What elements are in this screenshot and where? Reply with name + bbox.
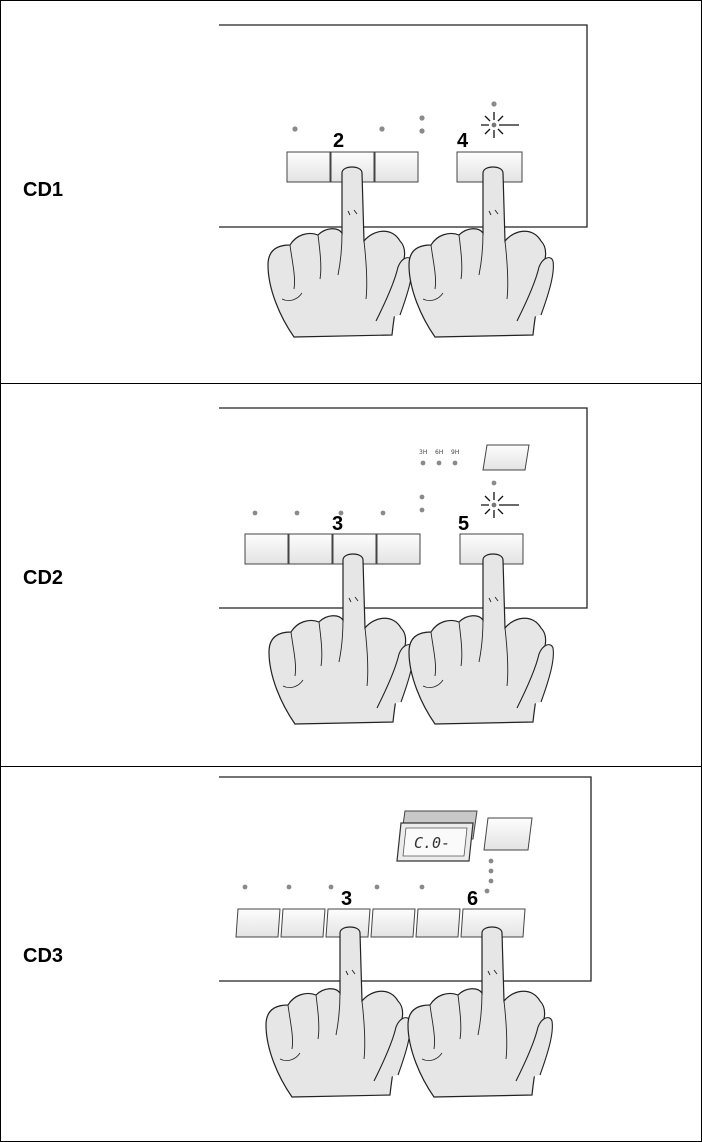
delay-label: 3H (419, 449, 427, 456)
lcd-text: C.0- (414, 834, 450, 852)
row-cd1: CD1 2 4 (1, 1, 701, 384)
indicator-led (436, 460, 442, 466)
press-number: 3 (341, 888, 352, 910)
delay-label: 9H (451, 449, 459, 456)
indicator-led (294, 510, 300, 516)
press-number: 6 (467, 888, 478, 910)
indicator-led (419, 128, 425, 134)
indicator-led (419, 115, 425, 121)
control-panel-outline (219, 407, 588, 609)
indicator-led (252, 510, 258, 516)
row-label-cd3: CD3 (23, 945, 64, 967)
pointing-hand-icon (267, 166, 413, 338)
panel-button (280, 908, 326, 938)
panel-button (235, 908, 281, 938)
panel-button (460, 908, 526, 938)
indicator-led (379, 126, 385, 132)
indicator-led (452, 460, 458, 466)
blinking-led-icon (480, 111, 520, 139)
indicator-led (491, 101, 497, 107)
pointing-hand-icon (408, 553, 554, 725)
panel-button (244, 533, 289, 565)
panel-button (286, 151, 331, 183)
delay-label: 6H (435, 449, 443, 456)
indicator-led (491, 480, 497, 486)
indicator-led (488, 868, 494, 874)
blinking-led-icon (480, 491, 520, 519)
press-number: 5 (458, 513, 469, 535)
panel-button (415, 908, 461, 938)
press-number: 4 (457, 130, 469, 152)
indicator-led (374, 884, 380, 890)
indicator-led (419, 884, 425, 890)
indicator-led (286, 884, 292, 890)
panel-button (374, 151, 419, 183)
indicator-led (419, 507, 425, 513)
row-cd3: CD3 C.0- 3 6 (1, 767, 701, 1141)
lcd-display: C.0- (396, 810, 478, 862)
indicator-led (419, 494, 425, 500)
control-panel-outline (219, 24, 588, 228)
delay-button (483, 817, 533, 851)
press-number: 2 (333, 130, 344, 152)
indicator-led (328, 884, 334, 890)
indicator-led (420, 460, 426, 466)
row-label-cd2: CD2 (23, 567, 64, 589)
panel-cd3: C.0- 3 6 (219, 776, 592, 1098)
row-cd2: CD2 3H 6H 9H 3 5 (1, 384, 701, 767)
press-number: 3 (332, 513, 343, 535)
indicator-led (380, 510, 386, 516)
pointing-hand-icon (265, 926, 411, 1098)
control-panel-outline (219, 776, 592, 982)
panel-cd1: 2 4 (219, 24, 588, 338)
pointing-hand-icon (268, 553, 414, 725)
indicator-led (242, 884, 248, 890)
pointing-hand-icon (408, 166, 554, 338)
indicator-led (292, 126, 298, 132)
indicator-led (488, 878, 494, 884)
panel-cd2: 3H 6H 9H 3 5 (219, 407, 588, 725)
pointing-hand-icon (407, 926, 553, 1098)
panel-button (376, 533, 421, 565)
row-label-cd1: CD1 (23, 179, 64, 201)
delay-button (482, 444, 530, 471)
indicator-led (484, 888, 490, 894)
panel-button (288, 533, 333, 565)
panel-button (370, 908, 416, 938)
indicator-led (488, 858, 494, 864)
indicator-led (338, 510, 344, 516)
